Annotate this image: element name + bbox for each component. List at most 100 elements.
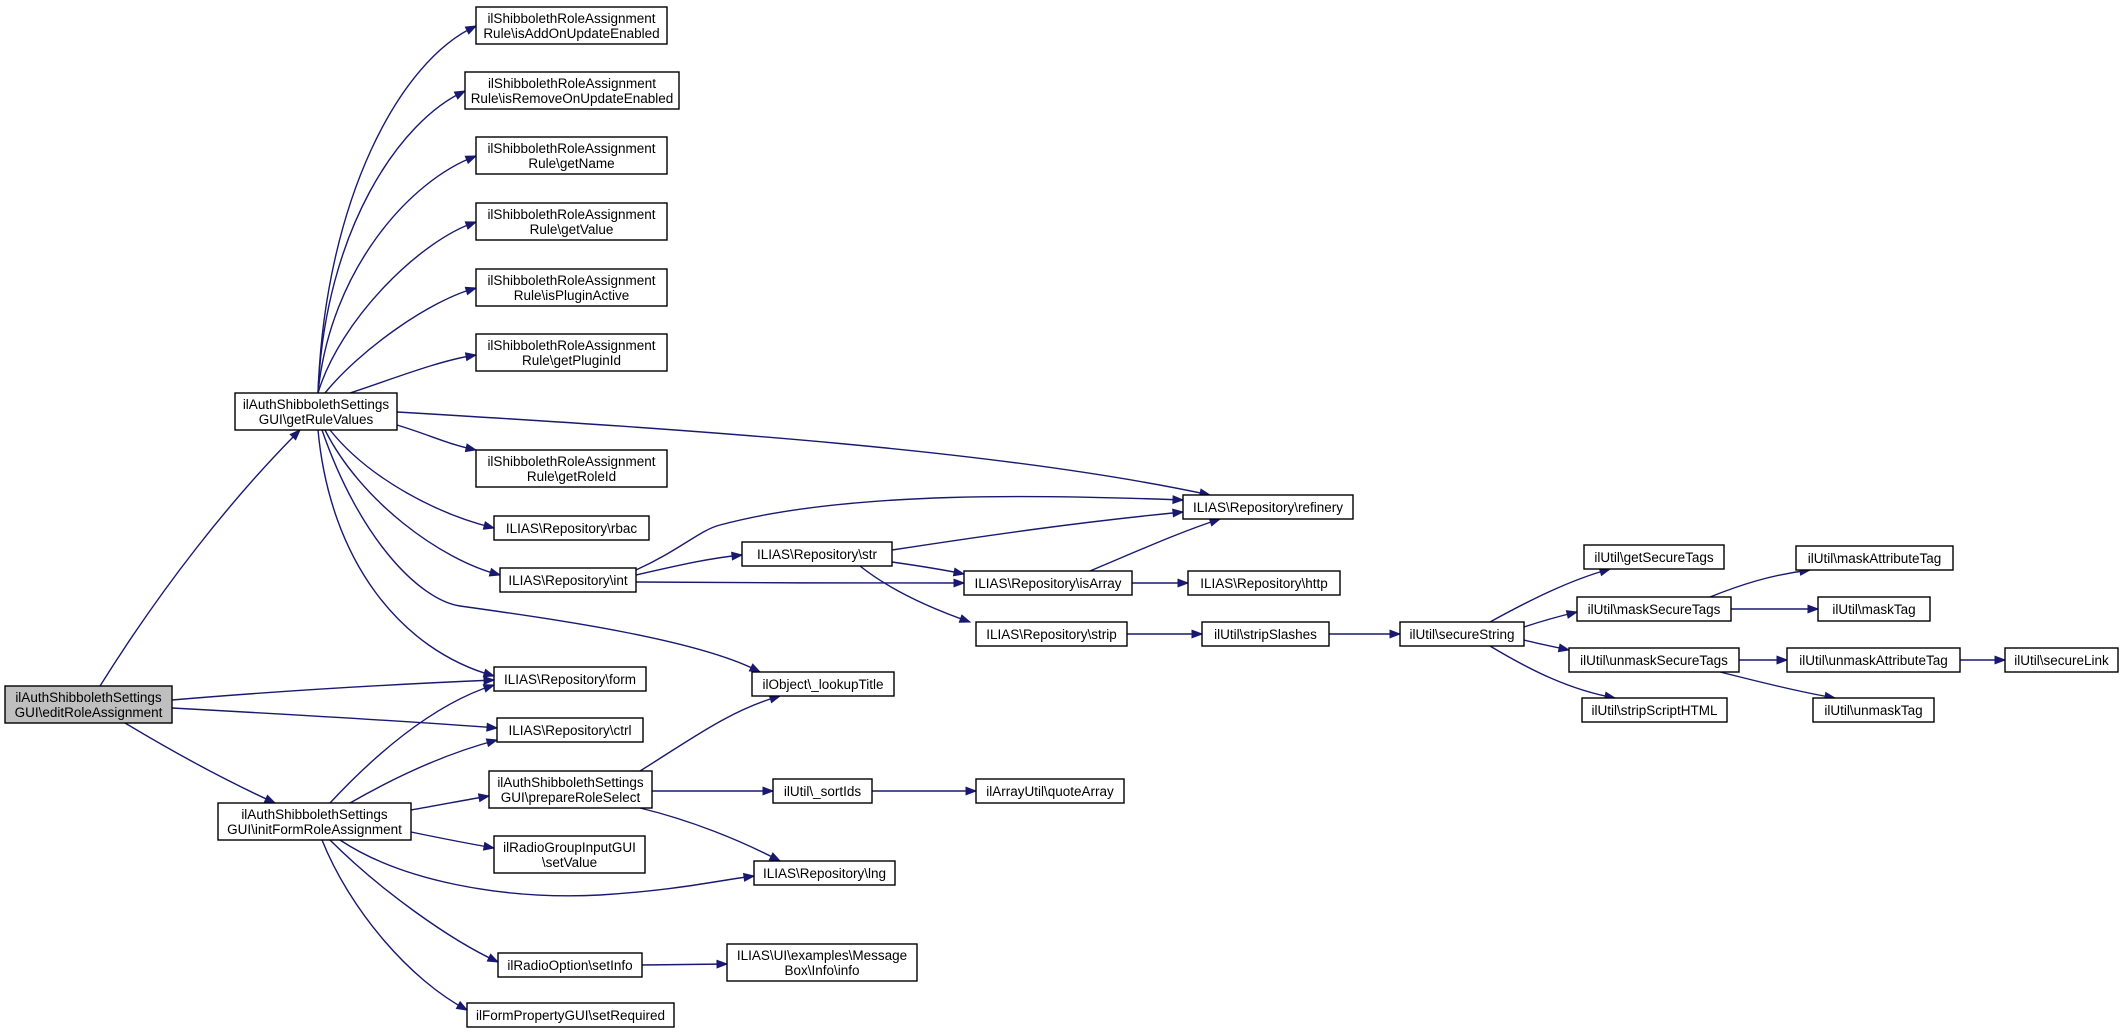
arrow-head [482, 684, 496, 693]
edge-line [639, 807, 781, 862]
node-box [1399, 621, 1525, 647]
node-label: ilUtil\maskAttributeTag [1808, 551, 1942, 566]
node-label: ilUtil\stripScriptHTML [1591, 703, 1718, 718]
node-label: ILIAS\Repository\isArray [974, 576, 1121, 591]
node-label: ilFormPropertyGUI\setRequired [476, 1008, 665, 1023]
edge-line [891, 561, 965, 575]
node-is-remove-on[interactable]: ilShibbolethRoleAssignmentRule\isRemoveO… [464, 71, 680, 110]
edge-line [124, 722, 276, 804]
node-label: Rule\getRoleId [527, 469, 616, 484]
node-label: Rule\getValue [530, 222, 614, 237]
edge-line [317, 25, 477, 394]
node-init-form[interactable]: ilAuthShibbolethSettingsGUI\initFormRole… [217, 802, 412, 841]
node-strip-script-html[interactable]: ilUtil\stripScriptHTML [1581, 697, 1728, 723]
node-box [1583, 544, 1725, 570]
edge-str-to-is-array [891, 561, 966, 577]
node-box [1581, 697, 1728, 723]
arrow-head [453, 90, 467, 100]
node-unmask-tag[interactable]: ilUtil\unmaskTag [1812, 697, 1935, 723]
node-label: Rule\getName [528, 156, 614, 171]
edges-layer [99, 25, 2007, 1011]
node-get-rule-values[interactable]: ilAuthShibbolethSettingsGUI\getRuleValue… [234, 392, 398, 431]
node-box [772, 778, 873, 804]
node-box [1786, 647, 1961, 673]
node-label: ilArrayUtil\quoteArray [986, 784, 1114, 799]
node-mask-secure-tags[interactable]: ilUtil\maskSecureTags [1576, 596, 1732, 622]
node-label: ilUtil\unmaskSecureTags [1580, 653, 1728, 668]
edge-line [317, 429, 495, 677]
node-set-info[interactable]: ilRadioOption\setInfo [497, 952, 643, 978]
node-box [496, 717, 644, 743]
arrow-head [953, 578, 966, 588]
node-prepare-role-select[interactable]: ilAuthShibbolethSettingsGUI\prepareRoleS… [488, 770, 653, 809]
node-unmask-secure-tags[interactable]: ilUtil\unmaskSecureTags [1568, 647, 1740, 673]
node-lng[interactable]: ILIAS\Repository\lng [753, 860, 896, 886]
node-get-plugin-id[interactable]: ilShibbolethRoleAssignmentRule\getPlugin… [475, 333, 668, 372]
node-label: ILIAS\Repository\ctrl [508, 723, 631, 738]
node-unmask-attribute-tag[interactable]: ilUtil\unmaskAttributeTag [1786, 647, 1961, 673]
node-radio-set-value[interactable]: ilRadioGroupInputGUI\setValue [493, 835, 646, 874]
edge-get-rule-values-to-int [324, 429, 502, 577]
arrow-head [464, 155, 478, 165]
node-is-plugin-active[interactable]: ilShibbolethRoleAssignmentRule\isPluginA… [475, 268, 668, 307]
node-mask-attribute-tag[interactable]: ilUtil\maskAttributeTag [1795, 545, 1954, 571]
node-secure-link[interactable]: ilUtil\secureLink [2004, 647, 2119, 673]
node-box [466, 1002, 675, 1028]
node-http[interactable]: ILIAS\Repository\http [1187, 570, 1341, 596]
node-box [2004, 647, 2119, 673]
node-is-add-on[interactable]: ilShibbolethRoleAssignmentRule\isAddOnUp… [475, 6, 668, 45]
node-strip-slashes[interactable]: ilUtil\stripSlashes [1201, 621, 1330, 647]
node-str[interactable]: ILIAS\Repository\str [741, 541, 893, 567]
edge-line [349, 354, 477, 394]
edge-get-rule-values-to-is-plugin-active [324, 286, 478, 394]
edge-sort-ids-to-quote-array [872, 786, 978, 796]
node-form[interactable]: ILIAS\Repository\form [493, 666, 647, 692]
node-ctrl[interactable]: ILIAS\Repository\ctrl [496, 717, 644, 743]
node-int[interactable]: ILIAS\Repository\int [499, 567, 637, 593]
arrow-head [731, 551, 744, 561]
node-label: ilUtil\maskSecureTags [1588, 602, 1721, 617]
node-sort-ids[interactable]: ilUtil\_sortIds [772, 778, 873, 804]
node-box [499, 567, 637, 593]
node-quote-array[interactable]: ilArrayUtil\quoteArray [975, 778, 1125, 804]
edge-line [171, 679, 495, 701]
node-strip[interactable]: ILIAS\Repository\strip [975, 621, 1128, 647]
node-box [4, 685, 173, 724]
node-label: ilAuthShibbolethSettings [15, 690, 162, 705]
node-root[interactable]: ilAuthShibbolethSettingsGUI\editRoleAssi… [4, 685, 173, 724]
node-label: ilUtil\maskTag [1832, 602, 1915, 617]
edge-init-form-to-set-info [329, 839, 500, 963]
edge-line [99, 429, 301, 687]
node-mask-tag[interactable]: ilUtil\maskTag [1817, 596, 1931, 622]
node-get-secure-tags[interactable]: ilUtil\getSecureTags [1583, 544, 1725, 570]
arrow-head [1807, 604, 1820, 614]
node-box [1795, 545, 1954, 571]
node-box [217, 802, 412, 841]
edge-line [396, 411, 1211, 496]
node-box [1576, 596, 1732, 622]
node-label: ilAuthShibbolethSettings [243, 397, 390, 412]
node-box [475, 6, 668, 45]
edge-line [1089, 518, 1221, 572]
node-lookup-title[interactable]: ilObject\_lookupTitle [751, 671, 895, 697]
node-box [963, 570, 1133, 596]
node-box [1568, 647, 1740, 673]
arrow-head [748, 663, 762, 673]
node-rbac[interactable]: ILIAS\Repository\rbac [493, 515, 650, 541]
edge-line [410, 795, 490, 811]
node-box [475, 268, 668, 307]
node-set-required[interactable]: ilFormPropertyGUI\setRequired [466, 1002, 675, 1028]
edge-set-info-to-msg-info [641, 959, 729, 969]
node-is-array[interactable]: ILIAS\Repository\isArray [963, 570, 1133, 596]
node-label: ILIAS\Repository\rbac [506, 521, 638, 536]
node-box [493, 515, 650, 541]
node-label: ilUtil\getSecureTags [1594, 550, 1714, 565]
edge-init-form-to-set-required [321, 839, 469, 1011]
arrow-head [1557, 643, 1571, 653]
node-refinery[interactable]: ILIAS\Repository\refinery [1182, 494, 1354, 520]
node-secure-string[interactable]: ilUtil\secureString [1399, 621, 1525, 647]
